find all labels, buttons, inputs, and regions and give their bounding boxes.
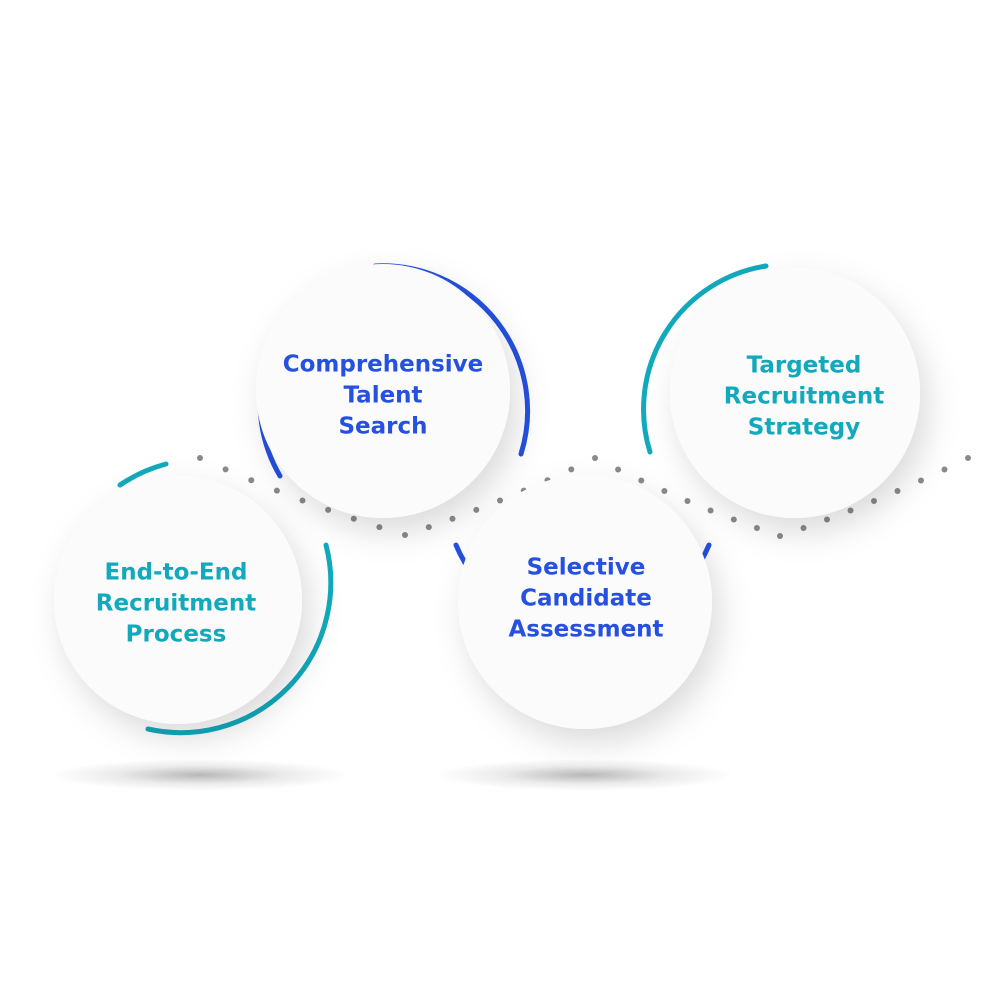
accent-arc-teal <box>145 542 334 736</box>
connector-dot <box>592 455 598 461</box>
connector-dot <box>473 506 480 513</box>
step-label-targeted-recruitment-strategy: Targeted Recruitment Strategy <box>724 351 884 444</box>
step-label-line: Targeted <box>746 352 862 379</box>
step-label-line: End-to-End <box>104 559 248 586</box>
connector-dot <box>894 488 901 494</box>
connector-dot <box>376 524 383 531</box>
accent-arc-teal <box>641 263 769 455</box>
floor-shadow-right <box>435 759 735 791</box>
connector-dot <box>402 532 408 538</box>
step-circle <box>256 264 510 518</box>
connector-dot <box>299 497 306 504</box>
step-circle-end-to-end-recruitment-process <box>54 461 334 736</box>
step-label-line: Assessment <box>508 616 664 643</box>
connector-dot <box>847 507 854 514</box>
step-label-end-to-end-recruitment-process: End-to-End Recruitment Process <box>96 558 256 651</box>
connector-dot <box>273 487 280 494</box>
step-circle-targeted-recruitment-strategy <box>641 263 920 518</box>
step-circle <box>458 475 712 729</box>
floor-shadow-left <box>50 759 350 791</box>
step-label-comprehensive-talent-search: Comprehensive Talent Search <box>283 350 484 443</box>
connector-dot <box>568 466 575 473</box>
step-label-line: Selective <box>526 554 646 581</box>
connector-dot <box>497 497 503 504</box>
connector-dot <box>325 506 332 513</box>
connector-dot <box>871 498 877 504</box>
connector-dot <box>425 524 432 531</box>
accent-arc-teal <box>117 461 169 488</box>
step-label-selective-candidate-assessment: Selective Candidate Assessment <box>508 553 663 646</box>
connector-dot <box>965 455 971 461</box>
step-label-line: Search <box>338 413 428 440</box>
step-circle-selective-candidate-assessment <box>453 475 712 729</box>
connector-dot <box>707 507 714 514</box>
connector-dot <box>638 477 645 484</box>
step-circle <box>670 268 920 518</box>
connector-dot <box>753 525 760 531</box>
step-label-line: Talent <box>343 382 423 409</box>
connector-dot <box>730 516 737 523</box>
step-label-line: Process <box>125 621 227 648</box>
step-circle-comprehensive-talent-search <box>256 263 531 518</box>
step-label-line: Recruitment <box>723 383 885 410</box>
connector-dot <box>350 515 357 522</box>
connector-dot <box>824 516 830 523</box>
connector-dot <box>918 477 924 484</box>
connector-dot <box>777 533 783 539</box>
step-circle <box>54 476 302 724</box>
step-label-line: Recruitment <box>95 590 257 617</box>
step-label-line: Candidate <box>520 585 652 612</box>
connector-dot <box>661 488 668 494</box>
connector-dot <box>615 466 622 473</box>
step-label-line: Comprehensive <box>282 351 484 378</box>
connector-dot <box>197 455 203 461</box>
connector-dot <box>449 515 456 522</box>
connector-dot <box>684 498 691 504</box>
connector-dot <box>800 525 807 531</box>
connector-dot <box>941 466 948 473</box>
connector-dot <box>248 477 255 484</box>
connector-dot <box>222 466 229 473</box>
step-label-line: Strategy <box>747 414 861 441</box>
